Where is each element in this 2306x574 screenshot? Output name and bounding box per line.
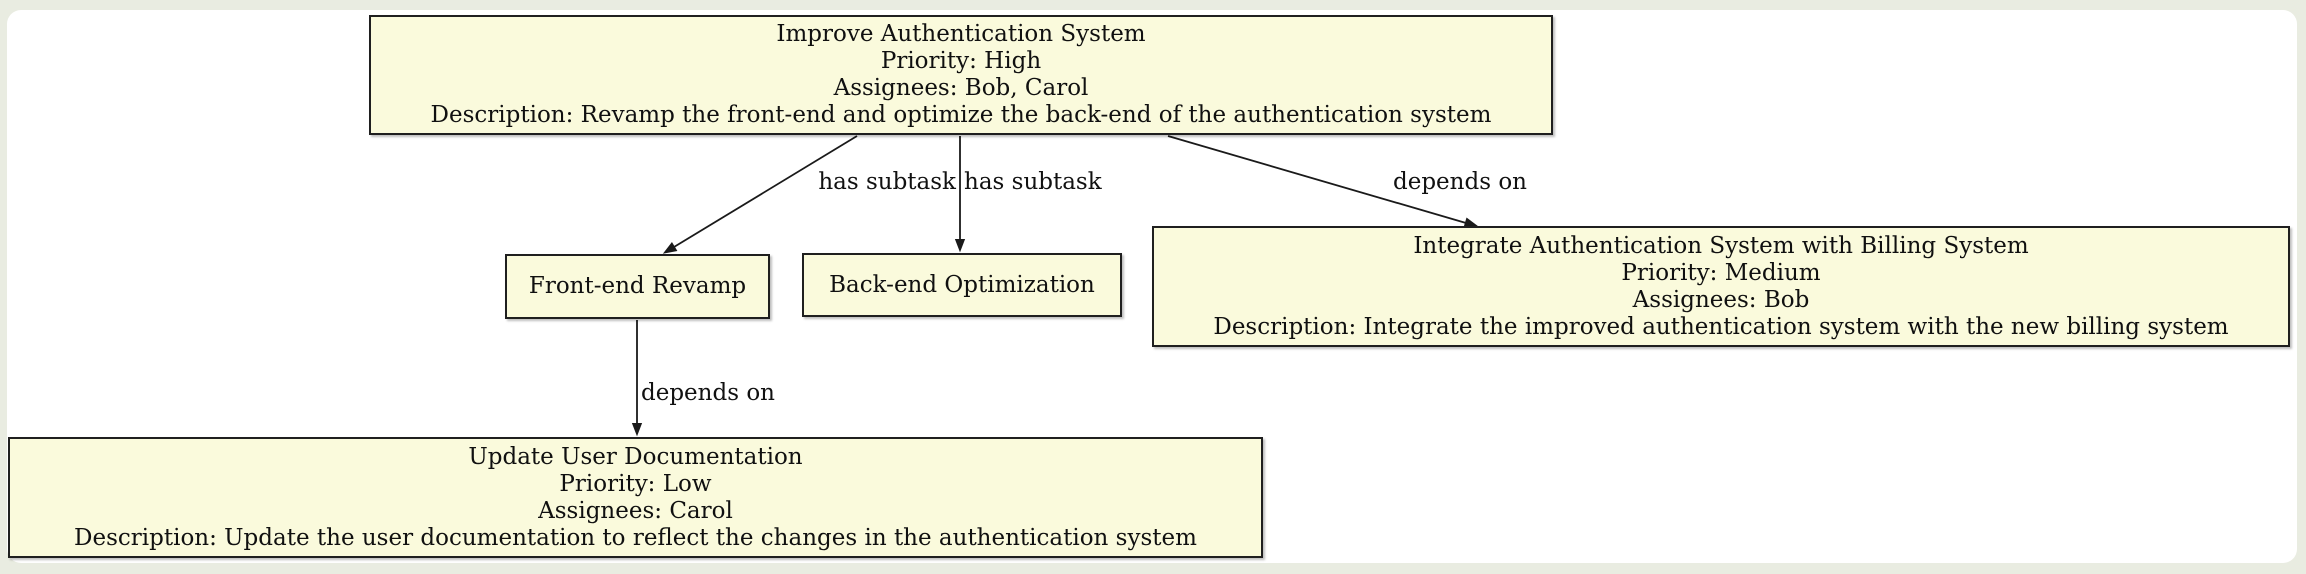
edge-frontend-to-update: depends on (631, 320, 775, 437)
edge-line (1167, 135, 1467, 224)
edge-label-has-subtask-2: has subtask (964, 169, 1103, 195)
node-title: Update User Documentation (468, 443, 803, 470)
node-title: Back-end Optimization (829, 271, 1095, 298)
edge-line (673, 135, 858, 248)
node-description: Description: Revamp the front-end and op… (430, 102, 1492, 128)
arrowhead-icon (662, 242, 678, 254)
node-integrate-auth-with-billing: Integrate Authentication System with Bil… (1152, 226, 2290, 347)
node-assignees: Assignees: Carol (538, 497, 733, 524)
edge-label-depends-on-1: depends on (1393, 169, 1527, 195)
node-priority: Priority: Medium (1621, 259, 1821, 286)
node-improve-authentication-system: Improve Authentication System Priority: … (369, 15, 1553, 135)
arrowhead-icon (954, 239, 966, 253)
edge-label-has-subtask-1: has subtask (818, 169, 957, 195)
edge-label-depends-on-2: depends on (641, 380, 775, 406)
edge-improve-to-integrate: depends on (1167, 135, 1527, 228)
node-priority: Priority: High (880, 48, 1042, 74)
arrowhead-icon (631, 423, 643, 437)
node-title: Improve Authentication System (776, 21, 1146, 47)
node-backend-optimization: Back-end Optimization (802, 253, 1122, 317)
node-frontend-revamp: Front-end Revamp (505, 254, 770, 319)
node-assignees: Assignees: Bob (1632, 286, 1810, 313)
node-title: Front-end Revamp (528, 273, 747, 299)
edge-improve-to-backend: has subtask (954, 136, 1103, 253)
edge-improve-to-frontend: has subtask (662, 135, 957, 254)
node-assignees: Assignees: Bob, Carol (833, 75, 1089, 101)
node-description: Description: Integrate the improved auth… (1213, 313, 2229, 340)
node-update-user-documentation: Update User Documentation Priority: Low … (8, 437, 1263, 558)
node-priority: Priority: Low (559, 470, 712, 497)
node-description: Description: Update the user documentati… (74, 524, 1197, 551)
node-title: Integrate Authentication System with Bil… (1413, 232, 2029, 259)
